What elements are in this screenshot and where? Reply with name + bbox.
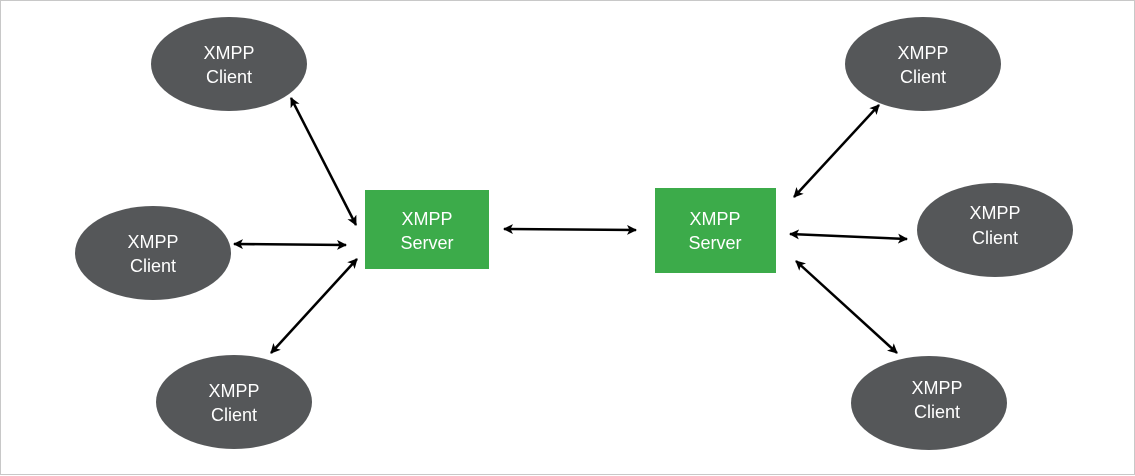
client-label-line2: Client (130, 256, 176, 276)
client-node-middle-left: XMPP Client (75, 206, 231, 300)
connector-server1-server2 (503, 224, 637, 235)
client-label-line2: Client (211, 405, 257, 425)
server-node-left: XMPP Server (365, 190, 489, 269)
server-box (365, 190, 489, 269)
client-node-bottom-left: XMPP Client (156, 355, 312, 449)
server-node-right: XMPP Server (655, 188, 776, 273)
client-label-line1: XMPP (208, 381, 259, 401)
client-node-bottom-right: XMPP Client (851, 356, 1007, 450)
connector-server2-client5 (789, 229, 908, 244)
client-node-top-left: XMPP Client (151, 17, 307, 111)
client-ellipse (156, 355, 312, 449)
client-label-line1: XMPP (911, 378, 962, 398)
client-ellipse (845, 17, 1001, 111)
connector-client2-server1 (233, 239, 347, 250)
client-ellipse (917, 183, 1073, 277)
connections (233, 97, 908, 354)
client-ellipse (151, 17, 307, 111)
server-label-line2: Server (400, 233, 453, 253)
client-label-line2: Client (900, 67, 946, 87)
client-label-line1: XMPP (897, 43, 948, 63)
client-node-middle-right: XMPP Client (917, 183, 1073, 277)
client-label-line1: XMPP (969, 203, 1020, 223)
client-ellipse (851, 356, 1007, 450)
server-box (655, 188, 776, 273)
server-label-line1: XMPP (689, 209, 740, 229)
connector-client3-server1 (270, 258, 358, 354)
client-label-line1: XMPP (203, 43, 254, 63)
client-node-top-right: XMPP Client (845, 17, 1001, 111)
connector-server2-client6 (795, 260, 898, 354)
client-label-line2: Client (972, 228, 1018, 248)
client-label-line2: Client (914, 402, 960, 422)
server-label-line1: XMPP (401, 209, 452, 229)
connector-client1-server1 (289, 97, 358, 226)
connector-server2-client4 (793, 104, 880, 198)
client-label-line2: Client (206, 67, 252, 87)
server-label-line2: Server (688, 233, 741, 253)
client-label-line1: XMPP (127, 232, 178, 252)
client-ellipse (75, 206, 231, 300)
